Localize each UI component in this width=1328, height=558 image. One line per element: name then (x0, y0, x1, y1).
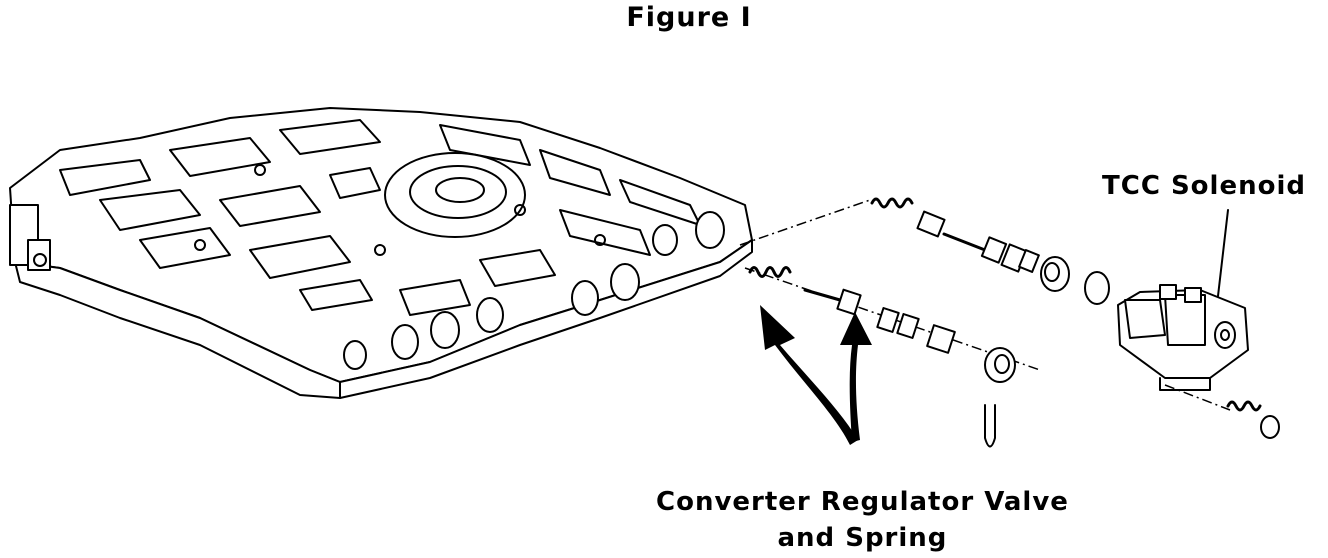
converter-valve-arrows (760, 305, 872, 445)
converter-label-line1: Converter Regulator Valve (656, 487, 1069, 517)
figure-title: Figure I (626, 2, 752, 33)
converter-regulator-label: Converter Regulator Valve and Spring (656, 484, 1069, 556)
converter-label-line2: and Spring (777, 523, 948, 553)
upper-bore-axis (739, 199, 871, 246)
upper-valve-train (870, 197, 1110, 305)
tcc-solenoid-label: TCC Solenoid (1102, 171, 1306, 201)
tcc-solenoid (1117, 209, 1249, 391)
bolt-axis (1164, 384, 1231, 411)
solenoid-bolt (1226, 400, 1280, 439)
converter-regulator-valve (748, 266, 1016, 448)
valve-body (9, 107, 753, 399)
